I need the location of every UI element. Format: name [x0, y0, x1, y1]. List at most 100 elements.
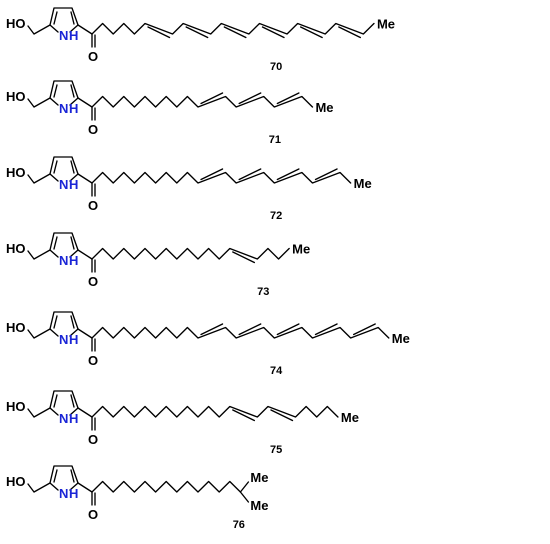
- carbonyl-oxygen-label: O: [88, 198, 98, 213]
- terminal-methyl-label: Me: [292, 242, 310, 257]
- hydroxyl-label: HO: [6, 320, 26, 335]
- carbonyl-double-bond: [91, 337, 96, 352]
- acyl-bond: [77, 24, 93, 35]
- carbonyl-oxygen-label: O: [88, 432, 98, 447]
- ring-n-bonds: [49, 173, 79, 182]
- hydroxyl-label: HO: [6, 16, 26, 31]
- chain-backbone: [91, 480, 242, 493]
- acyl-chain: Me: [91, 405, 359, 425]
- cis-double-bond: [200, 92, 224, 105]
- compound-number: 75: [270, 444, 282, 456]
- cis-double-bond: [200, 168, 224, 181]
- terminal-methyl-label: Me: [250, 470, 268, 485]
- terminal-methyl-label: Me: [392, 331, 410, 346]
- cis-double-bond: [270, 409, 294, 422]
- cis-double-bond: [299, 26, 323, 39]
- cis-double-bond: [238, 168, 262, 181]
- cis-double-bond: [338, 26, 362, 39]
- ring-double-bonds: [53, 469, 75, 483]
- acyl-chain: Me: [91, 242, 310, 264]
- terminal-methyl-label: Me: [315, 100, 333, 115]
- cis-double-bond: [238, 92, 262, 105]
- ring-n-bonds: [49, 249, 79, 258]
- cis-double-bond: [232, 251, 256, 264]
- terminal-methyl-label: Me: [341, 410, 359, 425]
- hydroxyl-label: HO: [6, 241, 26, 256]
- ring-double-bonds: [53, 315, 75, 329]
- cis-double-bond: [314, 323, 338, 336]
- cis-double-bond: [276, 323, 300, 336]
- hydroxymethyl-bond: [27, 97, 51, 108]
- ring-bonds: [49, 80, 79, 99]
- ring-bonds: [49, 7, 79, 26]
- cis-double-bond: [352, 323, 376, 336]
- compound-number: 76: [233, 519, 245, 531]
- cis-double-bond: [147, 26, 171, 39]
- ring-double-bonds: [53, 11, 75, 25]
- ring-bonds: [49, 156, 79, 175]
- chain-backbone: [91, 405, 339, 418]
- cis-double-bond: [238, 323, 262, 336]
- hydroxymethyl-bond: [27, 482, 51, 493]
- terminal-methyl-label: Me: [354, 176, 372, 191]
- carbonyl-double-bond: [91, 491, 96, 506]
- ring-nitrogen-label: N: [59, 28, 68, 43]
- compound-number: 70: [270, 61, 282, 73]
- carbonyl-double-bond: [91, 416, 96, 431]
- ring-double-bonds: [53, 160, 75, 174]
- carbonyl-double-bond: [91, 106, 96, 121]
- acyl-bond: [77, 173, 93, 184]
- ring-hydrogen-label: H: [69, 486, 78, 501]
- ring-double-bonds: [53, 84, 75, 98]
- ring-bonds: [49, 311, 79, 330]
- chain-backbone: [91, 171, 352, 184]
- ring-hydrogen-label: H: [69, 253, 78, 268]
- carbonyl-oxygen-label: O: [88, 274, 98, 289]
- chain-backbone: [91, 95, 314, 108]
- chain-backbone: [91, 247, 290, 260]
- ring-bonds: [49, 232, 79, 251]
- compound-number: 74: [270, 365, 283, 377]
- ring-hydrogen-label: H: [69, 332, 78, 347]
- chain-backbone: [91, 326, 390, 339]
- acyl-bond: [77, 482, 93, 493]
- ring-nitrogen-label: N: [59, 332, 68, 347]
- carbonyl-oxygen-label: O: [88, 122, 98, 137]
- hydroxymethyl-bond: [27, 173, 51, 184]
- carbonyl-double-bond: [91, 33, 96, 48]
- isopropyl-branch: [239, 481, 250, 503]
- acyl-chain: Me: [91, 17, 395, 39]
- compound-number: 71: [269, 134, 281, 146]
- ring-nitrogen-label: N: [59, 101, 68, 116]
- ring-hydrogen-label: H: [69, 101, 78, 116]
- carbonyl-oxygen-label: O: [88, 49, 98, 64]
- ring-hydrogen-label: H: [69, 177, 78, 192]
- ring-bonds: [49, 465, 79, 484]
- compound-number: 73: [257, 286, 269, 298]
- acyl-chain: Me: [91, 168, 372, 191]
- terminal-methyl-label: Me: [250, 498, 268, 513]
- ring-n-bonds: [49, 407, 79, 416]
- cis-double-bond: [200, 323, 224, 336]
- acyl-chain: Me: [91, 92, 334, 115]
- ring-hydrogen-label: H: [69, 411, 78, 426]
- carbonyl-double-bond: [91, 182, 96, 197]
- cis-double-bond: [232, 409, 256, 422]
- acyl-bond: [77, 249, 93, 260]
- acyl-chain: Me: [91, 323, 410, 346]
- cis-double-bond: [314, 168, 338, 181]
- carbonyl-double-bond: [91, 258, 96, 273]
- hydroxyl-label: HO: [6, 165, 26, 180]
- ring-nitrogen-label: N: [59, 411, 68, 426]
